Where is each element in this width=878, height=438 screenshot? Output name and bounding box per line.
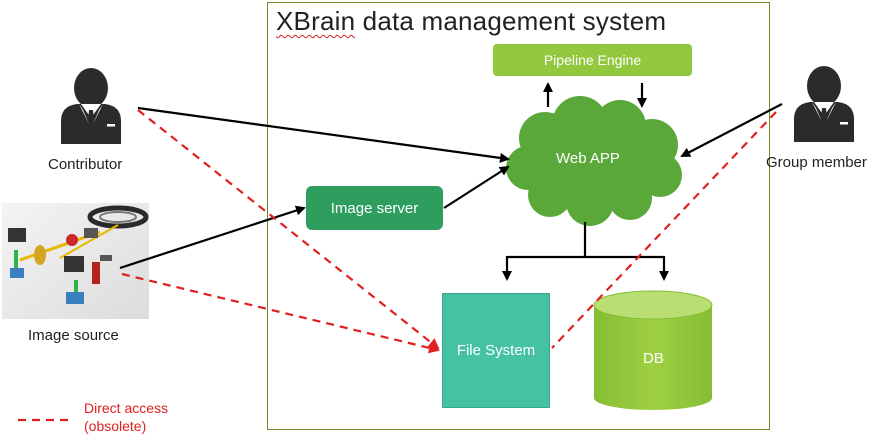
group-member-person-icon: [794, 66, 854, 142]
pipeline-engine-box: Pipeline Engine: [493, 44, 692, 76]
diagram-title: XBrain data management system: [276, 6, 667, 36]
file-system-box: File System: [442, 293, 550, 408]
flow-arrows: [119, 82, 783, 281]
legend-line-2: (obsolete): [84, 418, 147, 434]
webapp-label: Web APP: [556, 150, 620, 167]
contributor-label: Contributor: [48, 156, 123, 173]
db-cylinder: [593, 290, 713, 410]
group-member-label: Group member: [766, 154, 867, 171]
webapp-cloud: [506, 96, 682, 226]
direct-access-arrows: [121, 109, 777, 354]
microscope-image: [2, 203, 149, 319]
db-label: DB: [643, 350, 664, 367]
contributor-person-icon: [61, 68, 121, 144]
system-frame: [267, 2, 770, 430]
image-server-box: Image server: [306, 186, 443, 230]
image-source-label: Image source: [28, 327, 119, 344]
legend-line-1: Direct access: [84, 400, 169, 416]
legend-label: Direct access (obsolete): [84, 399, 168, 435]
